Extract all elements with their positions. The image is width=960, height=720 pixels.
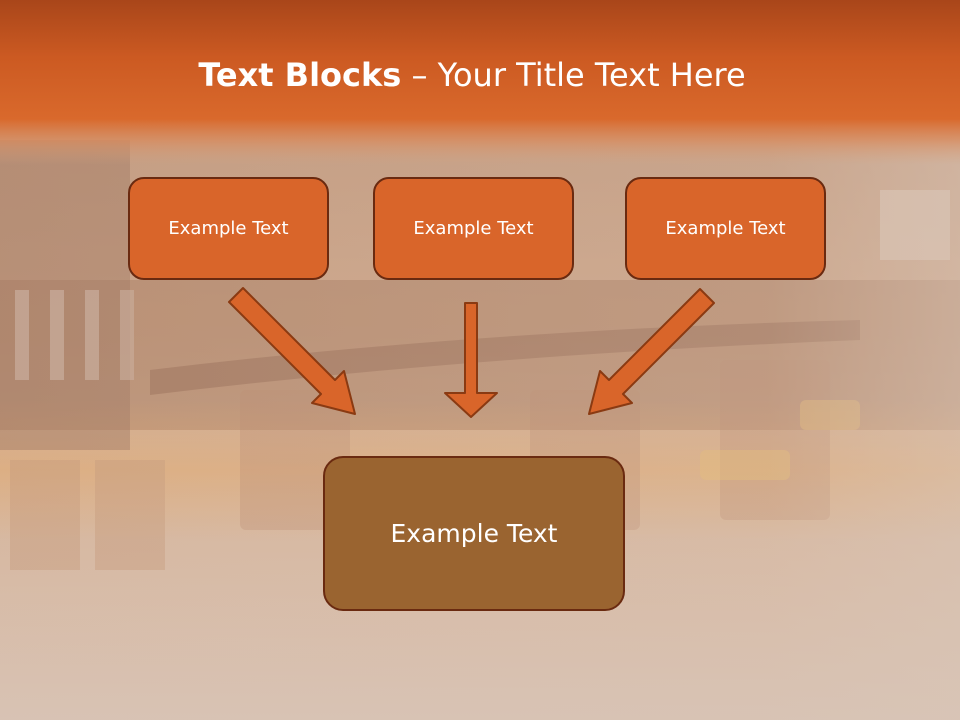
title-bold-part: Text Blocks [198, 56, 402, 94]
arrow-right-diagonal [588, 288, 715, 415]
text-block-2[interactable]: Example Text [373, 177, 574, 280]
header-band [0, 0, 960, 165]
title-rest: Your Title Text Here [437, 56, 746, 94]
arrow-left-diagonal [228, 287, 356, 415]
text-block-bottom-label: Example Text [390, 519, 558, 548]
text-block-1[interactable]: Example Text [128, 177, 329, 280]
text-block-1-label: Example Text [168, 218, 289, 239]
text-block-2-label: Example Text [413, 218, 534, 239]
slide-title: Text Blocks – Your Title Text Here [0, 53, 944, 97]
arrow-center-down [444, 302, 498, 418]
text-block-bottom[interactable]: Example Text [323, 456, 625, 611]
text-block-3[interactable]: Example Text [625, 177, 826, 280]
text-block-3-label: Example Text [665, 218, 786, 239]
title-dash: – [401, 56, 438, 94]
